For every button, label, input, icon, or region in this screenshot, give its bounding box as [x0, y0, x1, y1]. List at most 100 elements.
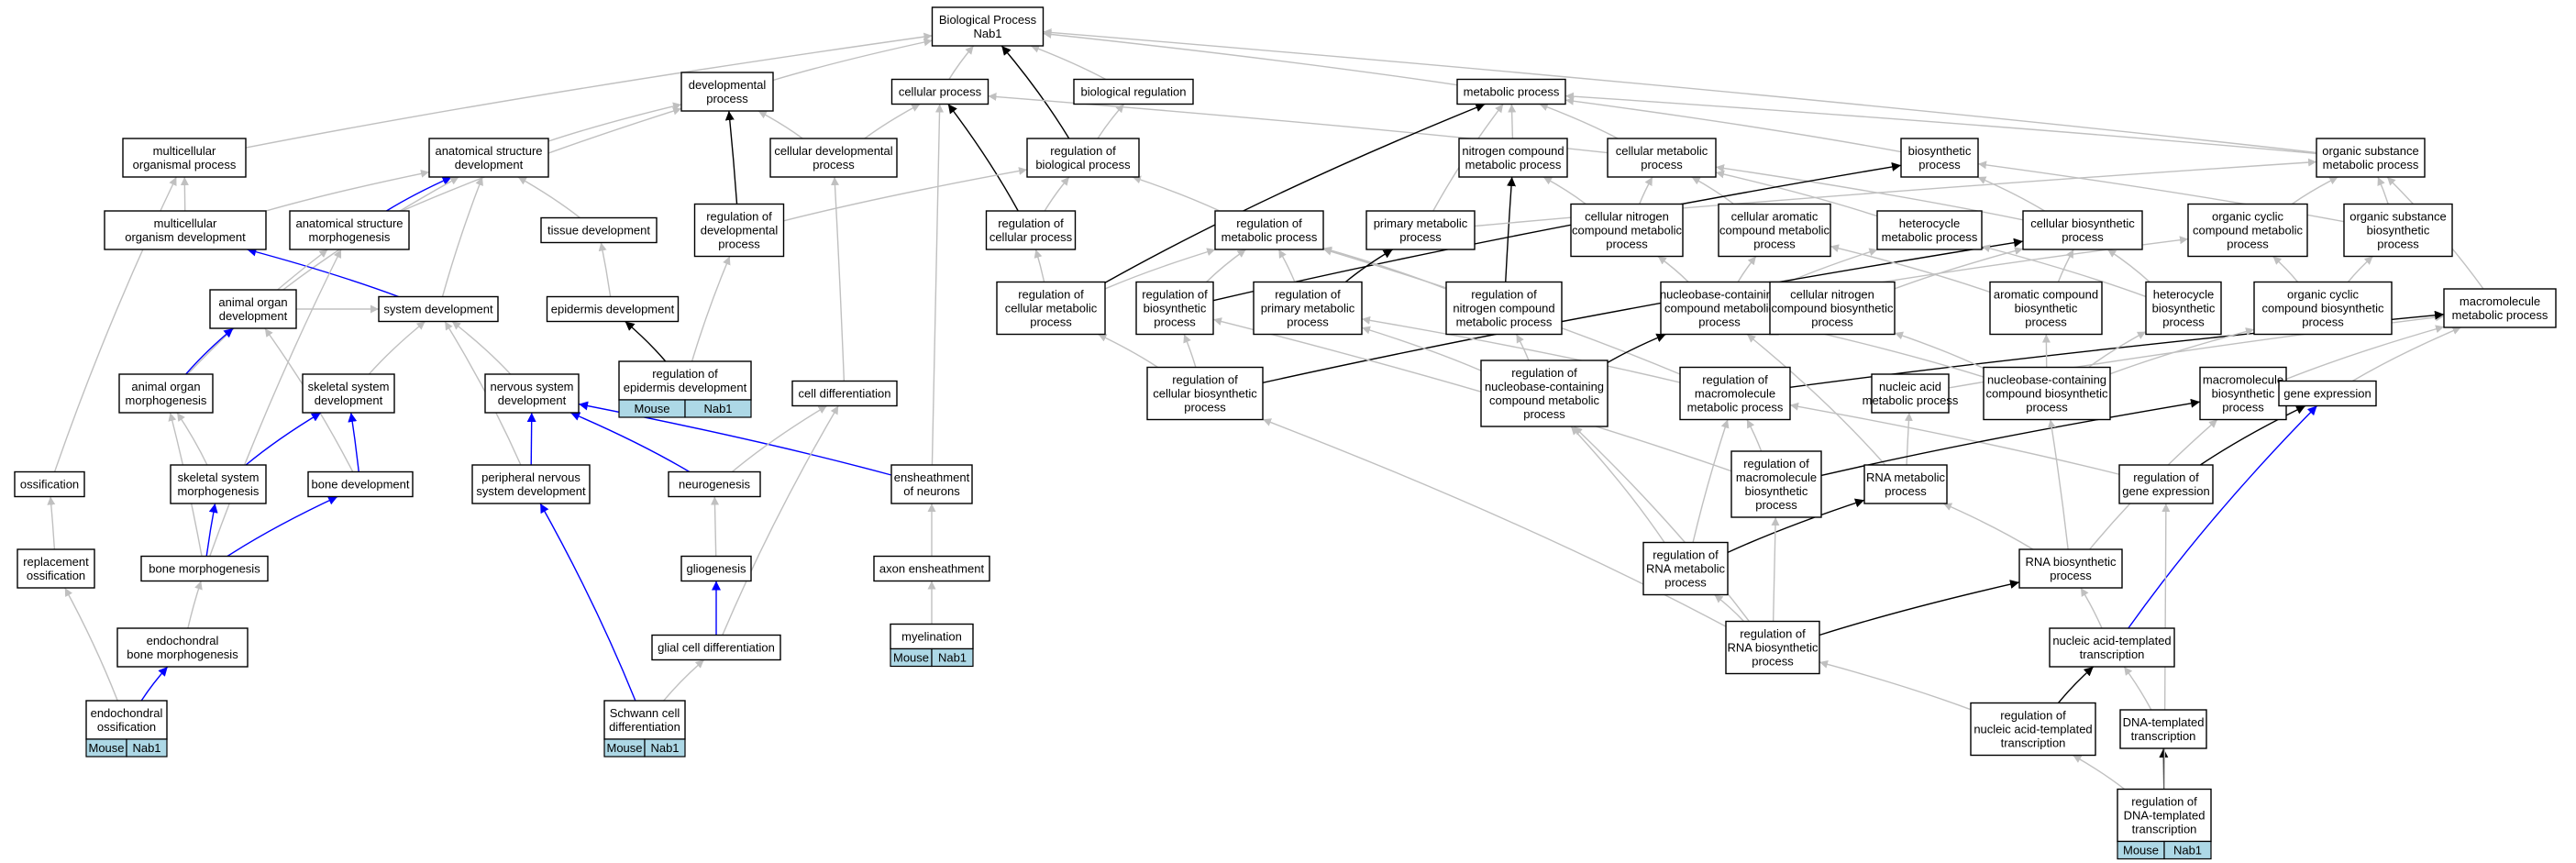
go-term-label: process	[1154, 315, 1196, 329]
go-term-box	[1725, 620, 1820, 675]
go-term-label: nucleic acid	[1879, 380, 1941, 393]
go-term-label: regulation of	[1275, 288, 1341, 302]
go-term-node-epi-dev[interactable]: epidermis development	[546, 295, 680, 323]
go-term-node-system-dev[interactable]: system development	[378, 295, 499, 323]
go-term-node-gene-expr[interactable]: gene expression	[2278, 380, 2377, 407]
edge-is-a-biosyn-to-met_process	[1564, 96, 1902, 153]
go-term-node-reg-macro-biosyn[interactable]: regulation ofmacromoleculebiosyntheticpr…	[1730, 450, 1822, 518]
go-term-label: axon ensheathment	[879, 562, 985, 576]
go-term-node-met-process[interactable]: metabolic process	[1456, 78, 1566, 105]
go-term-node-bio-reg[interactable]: biological regulation	[1073, 78, 1194, 105]
go-term-node-tissue-dev[interactable]: tissue development	[540, 216, 658, 244]
go-term-box	[1871, 373, 1950, 414]
go-term-node-neurogen[interactable]: neurogenesis	[668, 470, 761, 498]
go-term-label: multicellular	[154, 216, 217, 230]
go-term-node-cell-diff[interactable]: cell differentiation	[791, 380, 898, 407]
go-term-box	[1480, 360, 1609, 427]
go-term-node-reg-nucbase-met[interactable]: regulation ofnucleobase-containingcompou…	[1480, 360, 1609, 427]
go-term-node-glial-diff[interactable]: glial cell differentiation	[651, 634, 781, 661]
go-term-label: regulation of	[1018, 288, 1084, 302]
go-term-label: macromolecule	[1695, 387, 1775, 401]
edge-is-a-schwann_diff-to-glial_diff	[663, 658, 705, 702]
go-term-label: regulation of	[1511, 366, 1577, 380]
go-term-node-reg-dna-templ[interactable]: regulation ofDNA-templatedtranscriptionM…	[2117, 788, 2212, 860]
go-term-label: regulation of	[2133, 470, 2199, 484]
go-term-label: skeletal system	[178, 470, 260, 484]
edge-is-a-reg_nucacid_templ-to-reg_rna_biosyn	[1819, 659, 1972, 711]
go-term-node-axon-ensheath[interactable]: axon ensheathment	[873, 555, 990, 582]
go-term-label: process	[1664, 576, 1707, 590]
go-term-box	[2253, 281, 2393, 336]
go-term-label: heterocycle	[2153, 288, 2214, 302]
go-term-node-gliogen[interactable]: gliogenesis	[680, 555, 752, 582]
go-term-node-ossif[interactable]: ossification	[14, 470, 85, 498]
edge-is-a-nucbase_met-to-cell_arom_met	[1737, 256, 1757, 282]
edge-is-a-reg_rna_met-to-reg_macro_met	[1692, 419, 1730, 543]
edge-regulates-reg_cell_proc-to-cell_process	[947, 104, 1019, 212]
annotation-tag-cell	[644, 738, 686, 758]
go-term-node-cell-process[interactable]: cellular process	[890, 78, 989, 105]
go-term-node-bone-dev[interactable]: bone development	[307, 470, 414, 498]
go-term-node-bone-morph[interactable]: bone morphogenesis	[140, 555, 269, 582]
go-term-label: gliogenesis	[686, 562, 746, 576]
